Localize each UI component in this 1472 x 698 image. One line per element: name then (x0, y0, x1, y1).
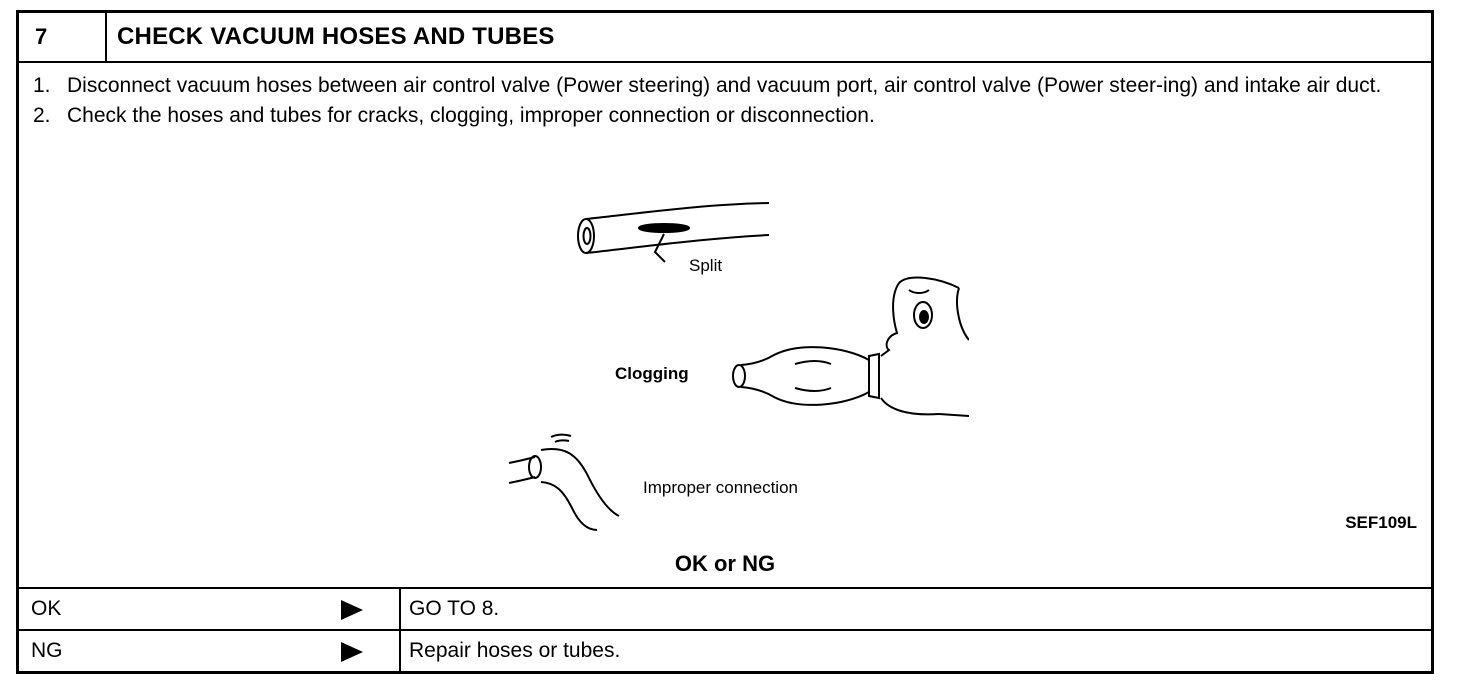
instruction-text: Check the hoses and tubes for cracks, cl… (67, 104, 875, 127)
column-divider (399, 589, 401, 629)
improper-connection-icon (508, 433, 620, 531)
illustration-drawing (508, 202, 970, 531)
instruction-item: 1. Disconnect vacuum hoses between air c… (33, 71, 1413, 101)
step-title: CHECK VACUUM HOSES AND TUBES (117, 23, 555, 50)
split-label: Split (689, 256, 723, 275)
inspection-step-panel: 7 CHECK VACUUM HOSES AND TUBES 1. Discon… (16, 10, 1434, 674)
clogging-bulb-icon (732, 276, 970, 417)
result-title: OK or NG (674, 551, 776, 576)
result-action: Repair hoses or tubes. (409, 639, 621, 662)
hose-inspection-illustration: Split Clogging Improper connection (469, 178, 970, 538)
instruction-item: 2. Check the hoses and tubes for cracks,… (33, 101, 1413, 131)
figure-code: SEF109L (1345, 513, 1417, 532)
result-key: NG (31, 639, 63, 662)
instruction-list: 1. Disconnect vacuum hoses between air c… (33, 71, 1413, 131)
arrow-right-icon (341, 600, 363, 620)
step-header: 7 CHECK VACUUM HOSES AND TUBES (19, 13, 1431, 63)
result-row-ng: NG Repair hoses or tubes. (19, 629, 1431, 671)
clogging-label: Clogging (615, 364, 689, 383)
column-divider (399, 631, 401, 671)
arrow-right-icon (341, 642, 363, 662)
result-key: OK (31, 597, 62, 620)
instruction-number: 1. (33, 74, 51, 97)
instruction-number: 2. (33, 104, 51, 127)
step-number: 7 (19, 13, 107, 61)
improper-connection-label: Improper connection (643, 478, 798, 497)
result-row-ok: OK GO TO 8. (19, 587, 1431, 629)
result-action: GO TO 8. (409, 597, 500, 620)
split-hose-icon (577, 202, 770, 263)
instruction-text: Disconnect vacuum hoses between air cont… (67, 74, 1382, 97)
